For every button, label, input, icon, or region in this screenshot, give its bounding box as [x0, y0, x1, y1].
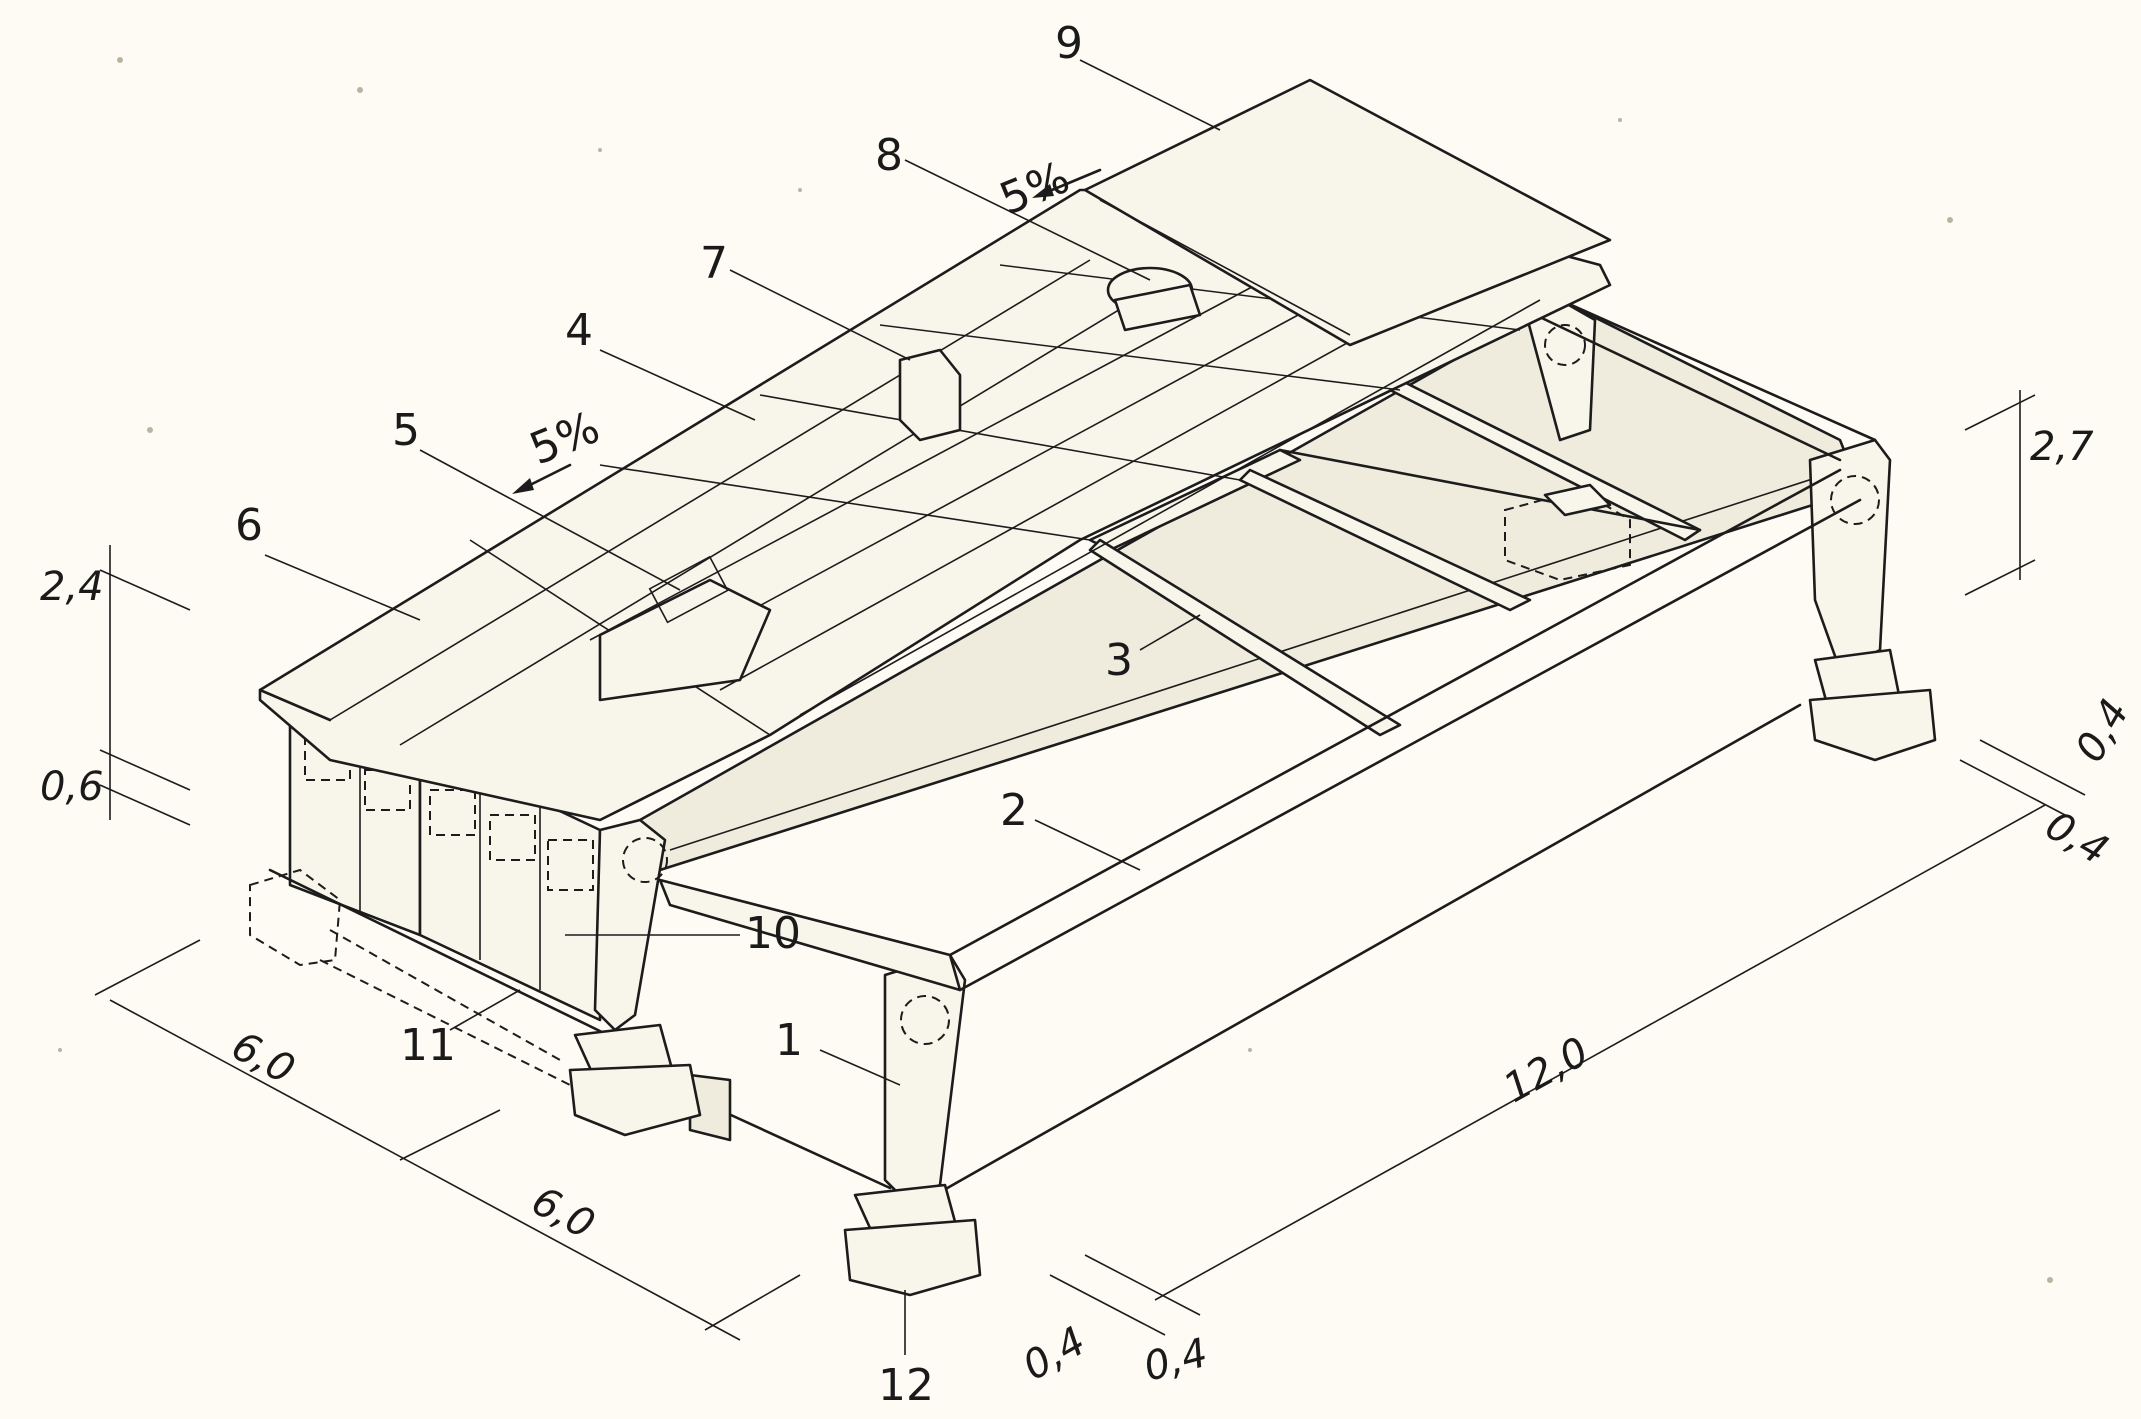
dim-offset-front-left: 0,4: [1015, 1318, 1093, 1390]
frame-left-front: [593, 818, 668, 1032]
callout-8: 8: [875, 130, 903, 181]
callout-1: 1: [775, 1015, 803, 1066]
ground-line-right: [933, 703, 1802, 1197]
dim-span: 12,0: [1496, 1029, 1596, 1112]
internal-equipment: [1504, 483, 1631, 582]
frame-front-main: [658, 468, 1862, 1202]
roof-slab-9: [1083, 78, 1612, 347]
footing-back-right: [1808, 648, 1937, 762]
frame-right: [1523, 298, 1892, 672]
slope-label-front: 5%: [523, 402, 607, 475]
footing-front-left: [568, 1023, 702, 1137]
paper-texture: [58, 57, 2053, 1283]
callout-2: 2: [1000, 785, 1028, 836]
callout-9: 9: [1055, 18, 1083, 69]
callout-4: 4: [565, 305, 593, 356]
dim-offset-back-bottom: 0,4: [2038, 802, 2116, 874]
callout-12: 12: [878, 1360, 934, 1411]
dim-offset-back-top: 0,4: [2067, 692, 2139, 770]
roof-vents: [898, 266, 1202, 442]
dim-wall-height: 2,4: [40, 564, 104, 610]
callout-labels: 9 8 7 4 5 6 3 2 1 10 11 12: [235, 18, 1133, 1411]
leaders: [264, 59, 1221, 1355]
dimension-lines: [94, 390, 2086, 1341]
dim-offset-front-right: 0,4: [1139, 1330, 1212, 1391]
dim-frame-height: 2,7: [2030, 424, 2094, 470]
dim-bay-1: 6,0: [224, 1023, 302, 1093]
footing-front: [843, 1183, 982, 1297]
callout-5: 5: [392, 405, 420, 456]
dim-bay-2: 6,0: [524, 1178, 602, 1248]
callout-10: 10: [745, 908, 801, 959]
dim-plinth-height: 0,6: [40, 764, 104, 810]
ground-line-front: [718, 1108, 892, 1190]
slope-arrows: [512, 168, 1102, 494]
callout-3: 3: [1105, 635, 1133, 686]
callout-7: 7: [700, 238, 728, 289]
cross-beams: [1088, 378, 1702, 737]
callout-11: 11: [400, 1020, 456, 1071]
roof-slabs: [258, 188, 1612, 822]
callout-6: 6: [235, 500, 263, 551]
